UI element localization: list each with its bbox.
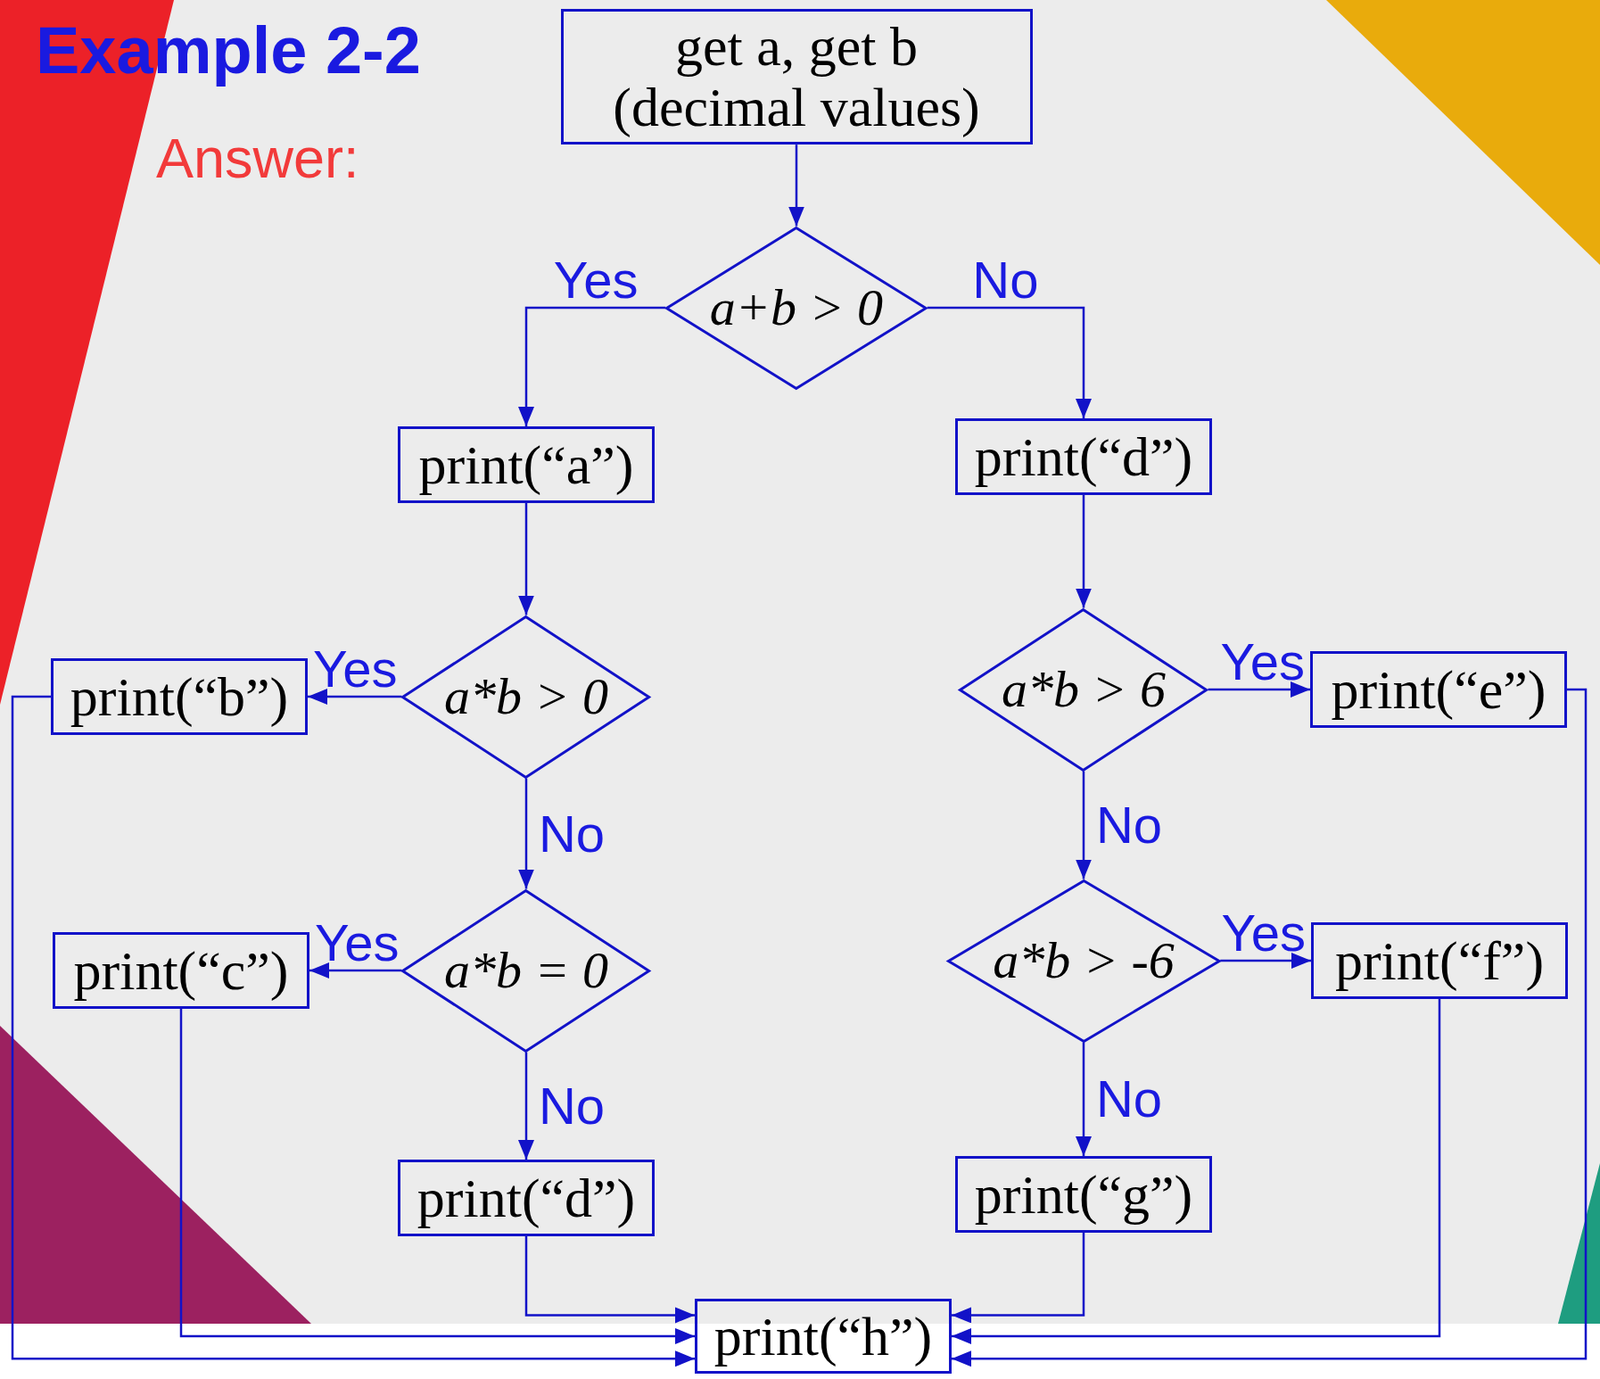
process-box: print(“d”): [397, 1159, 655, 1237]
node-text: print(“d”): [417, 1167, 636, 1229]
diamond-outline: [403, 890, 650, 1051]
flow-arrow: [1208, 688, 1311, 692]
diamond-outline: [948, 880, 1220, 1041]
decision-diamond: a*b > 6: [958, 608, 1208, 772]
node-text: get a, get b (decimal values): [595, 16, 998, 138]
node-text: print(“f”): [1335, 930, 1544, 991]
flow-arrow: [927, 307, 1084, 419]
decision-diamond: a*b > 0: [401, 615, 651, 779]
edge-label: No: [972, 254, 1039, 306]
flow-arrow: [1082, 494, 1086, 609]
flow-arrow: [525, 503, 528, 616]
node-text: print(“d”): [974, 426, 1193, 487]
connectors: [12, 144, 1586, 1359]
node-text: print(“e”): [1331, 659, 1547, 720]
process-box: print(“h”): [694, 1298, 952, 1374]
decision-diamond: a*b > -6: [947, 879, 1221, 1043]
process-box: print(“d”): [955, 418, 1213, 495]
edge-label: No: [538, 808, 605, 860]
process-box: print(“f”): [1311, 922, 1568, 999]
flow-arrow: [1082, 1042, 1086, 1157]
edge-label: No: [1096, 799, 1163, 851]
process-box: print(“a”): [397, 426, 655, 504]
purple-corner: [0, 1025, 312, 1324]
process-box: print(“e”): [1310, 651, 1568, 728]
orange-corner: [1326, 0, 1600, 265]
flow-arrow: [795, 144, 799, 226]
node-text: a*b > -6: [992, 934, 1174, 987]
answer-label: Answer:: [156, 130, 360, 187]
edge-label: Yes: [1220, 635, 1305, 688]
slide-title: Example 2-2: [35, 17, 421, 84]
flow-arrow: [526, 1236, 695, 1315]
node-text: a+b > 0: [709, 281, 883, 334]
edge-label: No: [538, 1080, 605, 1132]
process-box: print(“c”): [52, 931, 310, 1009]
flow-arrow: [12, 696, 695, 1359]
flow-arrow: [525, 778, 528, 890]
edge-label: Yes: [553, 254, 639, 306]
node-text: print(“g”): [974, 1163, 1193, 1225]
flow-arrow: [951, 998, 1440, 1337]
flow-arrow: [951, 689, 1586, 1359]
edge-label: No: [1096, 1072, 1163, 1125]
flow-arrow: [1220, 959, 1312, 963]
flow-arrow: [1082, 771, 1086, 880]
flow-arrow: [951, 1232, 1084, 1315]
diamond-outline: [667, 227, 927, 388]
flow-arrow: [525, 1052, 528, 1161]
node-text: print(“h”): [714, 1305, 932, 1367]
edge-label: Yes: [314, 916, 400, 969]
flow-arrow: [181, 1008, 695, 1337]
flow-arrow: [526, 307, 666, 427]
diamond-outline: [960, 609, 1207, 770]
flow-arrow: [307, 695, 402, 699]
edge-label: Yes: [313, 643, 398, 695]
process-box: print(“g”): [955, 1155, 1213, 1233]
flow-arrow: [309, 969, 402, 973]
process-box: print(“b”): [50, 658, 308, 735]
diamond-outline: [403, 616, 650, 777]
node-text: a*b > 0: [444, 670, 609, 723]
node-text: print(“c”): [74, 940, 289, 1001]
node-text: a*b = 0: [444, 944, 609, 997]
process-box: get a, get b (decimal values): [560, 8, 1033, 145]
grey-ground: [0, 0, 1600, 1324]
decision-diamond: a+b > 0: [665, 226, 928, 390]
node-text: print(“b”): [70, 666, 289, 727]
node-text: print(“a”): [419, 434, 635, 495]
teal-corner: [1558, 1162, 1600, 1324]
edge-label: Yes: [1220, 907, 1306, 959]
decision-diamond: a*b = 0: [401, 889, 651, 1053]
red-corner: [0, 0, 174, 705]
node-text: a*b > 6: [1001, 663, 1166, 716]
